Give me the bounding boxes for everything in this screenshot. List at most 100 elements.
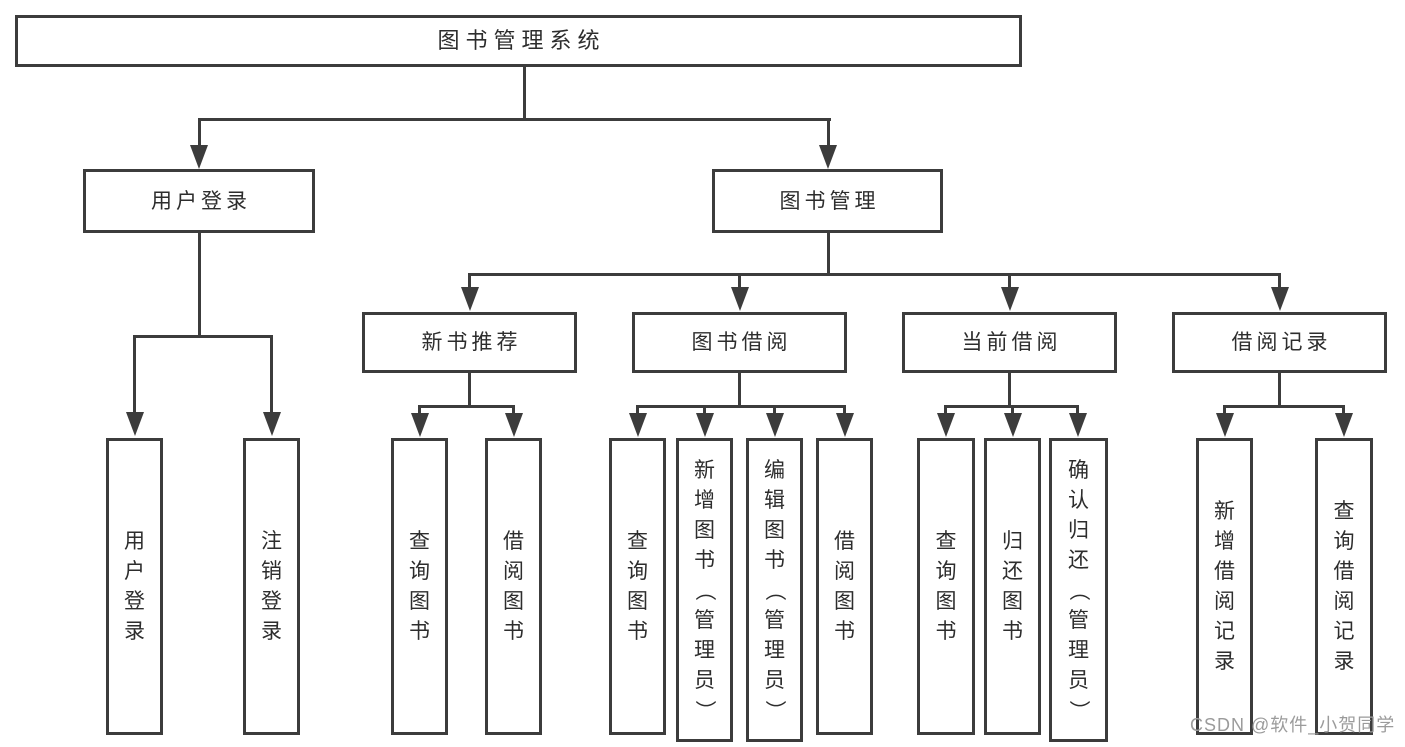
arrowhead-icon — [1271, 287, 1289, 311]
leaf-borrow-query-books: 查询图书 — [609, 438, 666, 735]
arrowhead-icon — [696, 413, 714, 437]
vertical-glyph: 户 — [124, 560, 145, 583]
leaf-current-confirm-return-admin: 确认归还（管理员） — [1049, 438, 1108, 742]
leaf-records-add-record: 新增借阅记录 — [1196, 438, 1253, 735]
connector-line — [1008, 373, 1011, 405]
vertical-glyph: 阅 — [1333, 590, 1355, 613]
leaf-label: 新增借阅记录 — [1214, 501, 1235, 672]
vertical-glyph: 阅 — [503, 560, 524, 583]
connector-line — [1011, 405, 1014, 419]
vertical-glyph: 图 — [834, 590, 855, 613]
connector-line — [703, 405, 706, 419]
leaf-records-query-record: 查询借阅记录 — [1315, 438, 1373, 735]
vertical-glyph: 书 — [834, 620, 855, 643]
vertical-glyph: 辑 — [764, 488, 785, 512]
vertical-glyph: 询 — [935, 560, 957, 583]
vertical-glyph: 归 — [1002, 530, 1023, 553]
arrowhead-icon — [505, 413, 523, 437]
vertical-glyph: 增 — [694, 488, 715, 512]
leaf-user-login: 用户登录 — [106, 438, 163, 735]
node-borrowing-records: 借阅记录 — [1172, 312, 1387, 373]
arrowhead-icon — [766, 413, 784, 437]
vertical-glyph: 阅 — [834, 560, 855, 583]
connector-line — [468, 273, 471, 291]
vertical-glyph: 理 — [764, 638, 785, 662]
vertical-glyph: 图 — [764, 518, 785, 542]
connector-line — [133, 335, 136, 416]
vertical-glyph: 编 — [764, 458, 785, 482]
arrowhead-icon — [937, 413, 955, 437]
vertical-glyph: （ — [693, 579, 716, 601]
arrowhead-icon — [263, 412, 281, 436]
connector-line — [1223, 405, 1345, 408]
vertical-glyph: 理 — [1068, 638, 1089, 662]
arrowhead-icon — [461, 287, 479, 311]
connector-line — [133, 335, 273, 338]
leaf-current-query-books: 查询图书 — [917, 438, 975, 735]
node-current-borrowing: 当前借阅 — [902, 312, 1117, 373]
connector-line — [1278, 273, 1281, 291]
vertical-glyph: 借 — [1333, 560, 1355, 583]
connector-line — [773, 405, 776, 419]
node-book-management: 图书管理 — [712, 169, 943, 233]
vertical-glyph: 询 — [1333, 530, 1355, 553]
vertical-glyph: 记 — [1333, 620, 1355, 643]
leaf-label: 借阅图书 — [503, 531, 524, 642]
connector-line — [468, 373, 471, 405]
node-label: 新书推荐 — [421, 331, 522, 354]
connector-line — [198, 118, 831, 121]
leaf-logout: 注销登录 — [243, 438, 300, 735]
vertical-glyph: 注 — [261, 530, 282, 553]
connector-line — [1278, 373, 1281, 405]
node-label: 借阅记录 — [1231, 331, 1332, 354]
vertical-glyph: ） — [693, 699, 716, 721]
vertical-glyph: 记 — [1214, 620, 1235, 643]
leaf-borrow-borrow-books: 借阅图书 — [816, 438, 873, 735]
vertical-glyph: 归 — [1068, 518, 1089, 542]
connector-line — [827, 232, 830, 273]
connector-line — [1223, 405, 1226, 419]
vertical-glyph: 管 — [694, 608, 715, 632]
leaf-label: 查询借阅记录 — [1334, 501, 1355, 672]
vertical-glyph: 用 — [124, 530, 145, 553]
leaf-label: 用户登录 — [124, 531, 145, 642]
vertical-glyph: 录 — [1333, 650, 1355, 673]
vertical-glyph: 确 — [1068, 458, 1089, 482]
vertical-glyph: 登 — [261, 590, 282, 613]
vertical-glyph: 录 — [1214, 650, 1235, 673]
vertical-glyph: 借 — [503, 530, 524, 553]
vertical-glyph: （ — [1067, 579, 1090, 601]
connector-line — [523, 66, 526, 120]
vertical-glyph: 书 — [627, 620, 648, 643]
vertical-glyph: 查 — [627, 530, 648, 553]
vertical-glyph: 还 — [1068, 548, 1089, 572]
leaf-recommend-borrow-books: 借阅图书 — [485, 438, 542, 735]
vertical-glyph: 员 — [694, 668, 715, 692]
connector-line — [468, 273, 1281, 276]
vertical-glyph: 查 — [409, 530, 430, 553]
connector-line — [1076, 405, 1079, 419]
vertical-glyph: 询 — [627, 560, 648, 583]
node-label: 图书借阅 — [691, 331, 792, 354]
vertical-glyph: 新 — [1214, 500, 1235, 523]
vertical-glyph: ） — [1067, 699, 1090, 721]
vertical-glyph: 销 — [261, 560, 282, 583]
leaf-label: 编辑图书（管理员） — [763, 458, 786, 721]
vertical-glyph: 图 — [1002, 590, 1023, 613]
leaf-label: 借阅图书 — [834, 531, 855, 642]
vertical-glyph: 图 — [409, 590, 430, 613]
vertical-glyph: ） — [763, 699, 786, 721]
arrowhead-icon — [411, 413, 429, 437]
connector-line — [198, 233, 201, 335]
csdn-watermark: CSDN @软件_小贺同学 — [1190, 715, 1396, 735]
connector-line — [738, 373, 741, 405]
arrowhead-icon — [1004, 413, 1022, 437]
vertical-glyph: 员 — [1068, 668, 1089, 692]
arrowhead-icon — [1216, 413, 1234, 437]
node-label: 图书管理系统 — [437, 28, 606, 53]
vertical-glyph: 图 — [627, 590, 648, 613]
connector-line — [270, 335, 273, 416]
connector-line — [1342, 405, 1345, 419]
leaf-recommend-query-books: 查询图书 — [391, 438, 448, 735]
leaf-borrow-add-books-admin: 新增图书（管理员） — [676, 438, 733, 742]
